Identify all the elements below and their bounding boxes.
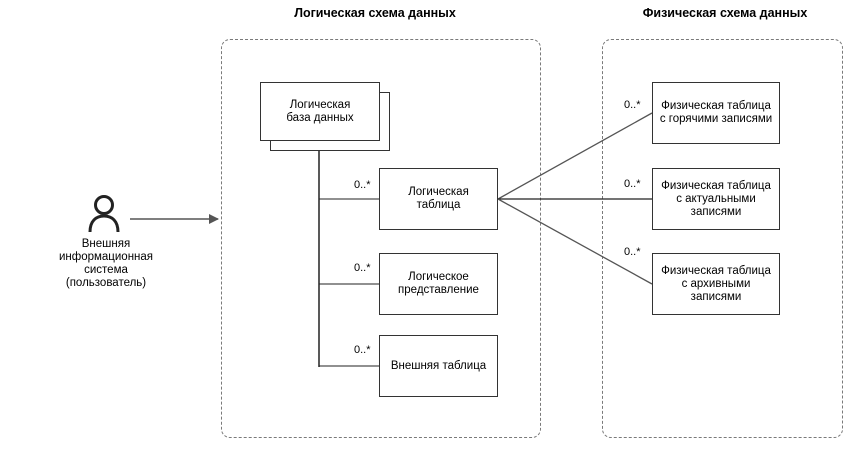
physical-hot-table-box: Физическая таблица с горячими записями	[652, 82, 780, 144]
physical-schema-group	[602, 39, 843, 438]
link-archive	[497, 198, 653, 285]
physical-archive-table-label: Физическая таблица с архивными записями	[661, 264, 771, 303]
multiplicity-archive: 0..*	[624, 246, 641, 258]
physical-schema-title: Физическая схема данных	[642, 6, 808, 20]
multiplicity-hot: 0..*	[624, 99, 641, 111]
physical-archive-table-box: Физическая таблица с архивными записями	[652, 253, 780, 315]
physical-hot-table-label: Физическая таблица с горячими записями	[659, 100, 773, 125]
link-hot	[497, 112, 653, 200]
logical-table-box: Логическая таблица	[379, 168, 498, 230]
physical-actual-table-box: Физическая таблица с актуальными записям…	[652, 168, 780, 230]
logical-schema-group	[221, 39, 541, 438]
multiplicity-external-table: 0..*	[354, 344, 371, 356]
external-table-box: Внешняя таблица	[379, 335, 498, 397]
logical-table-label: Логическая таблица	[408, 186, 469, 211]
multiplicity-view: 0..*	[354, 262, 371, 274]
logical-database-box: Логическая база данных	[260, 82, 380, 141]
multiplicity-table: 0..*	[354, 179, 371, 191]
external-table-label: Внешняя таблица	[390, 359, 487, 372]
actor-label: Внешняя информационная система (пользова…	[58, 238, 154, 289]
person-icon	[88, 195, 120, 233]
logical-database-label: Логическая база данных	[286, 98, 354, 124]
logical-schema-title: Логическая схема данных	[294, 6, 456, 20]
multiplicity-actual: 0..*	[624, 178, 641, 190]
logical-view-box: Логическое представление	[379, 253, 498, 315]
logical-view-label: Логическое представление	[398, 271, 479, 296]
physical-actual-table-label: Физическая таблица с актуальными записям…	[661, 179, 771, 218]
